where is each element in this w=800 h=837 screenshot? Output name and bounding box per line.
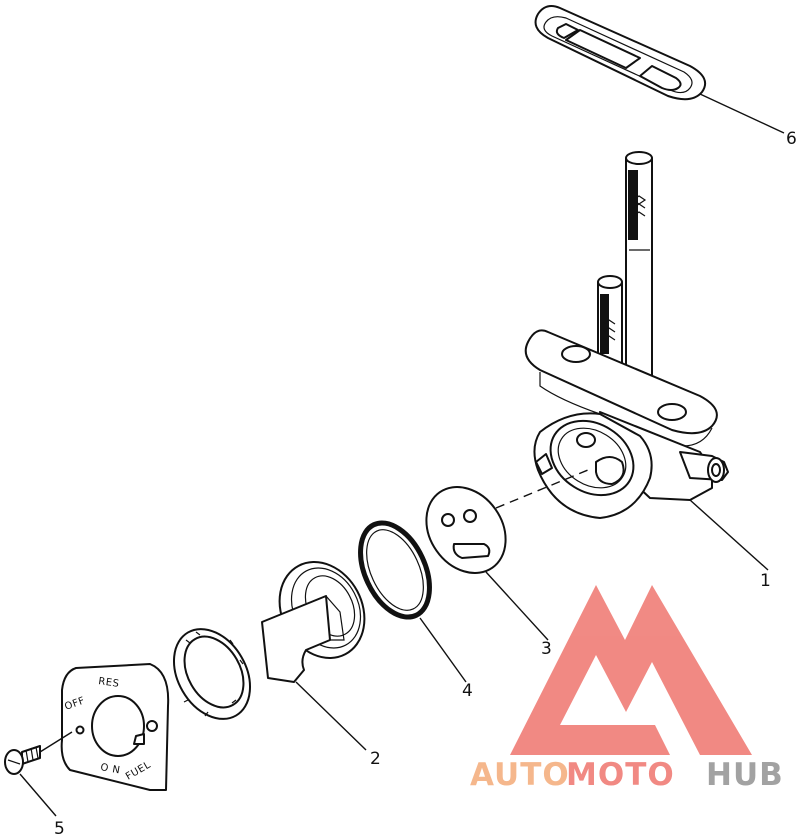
callout-5: 5 <box>54 819 65 837</box>
part-1-fuel-cock-body <box>524 151 729 519</box>
callout-4: 4 <box>462 681 473 701</box>
selector-plate: RES OFF O N FUEL <box>60 663 170 791</box>
lever-washer <box>173 628 251 720</box>
logo-text-moto: MOTO <box>566 757 675 793</box>
logo-triangle-mark <box>510 585 752 755</box>
callout-3: 3 <box>541 639 552 659</box>
part-6-gasket <box>534 5 706 101</box>
part-5-screw <box>4 731 73 775</box>
automotohub-logo: AUTO MOTO HUB <box>470 585 784 793</box>
dial-label-on: O N <box>99 762 121 776</box>
part-3-valve-gasket <box>425 486 507 574</box>
logo-text-hub: HUB <box>706 757 784 793</box>
dial-label-res: RES <box>98 676 120 690</box>
part-2-lever <box>261 561 366 683</box>
logo-text-auto: AUTO <box>470 757 570 793</box>
part-4-o-ring <box>358 520 432 620</box>
callout-1: 1 <box>760 571 771 591</box>
callout-2: 2 <box>370 749 381 769</box>
callout-6: 6 <box>786 129 797 149</box>
